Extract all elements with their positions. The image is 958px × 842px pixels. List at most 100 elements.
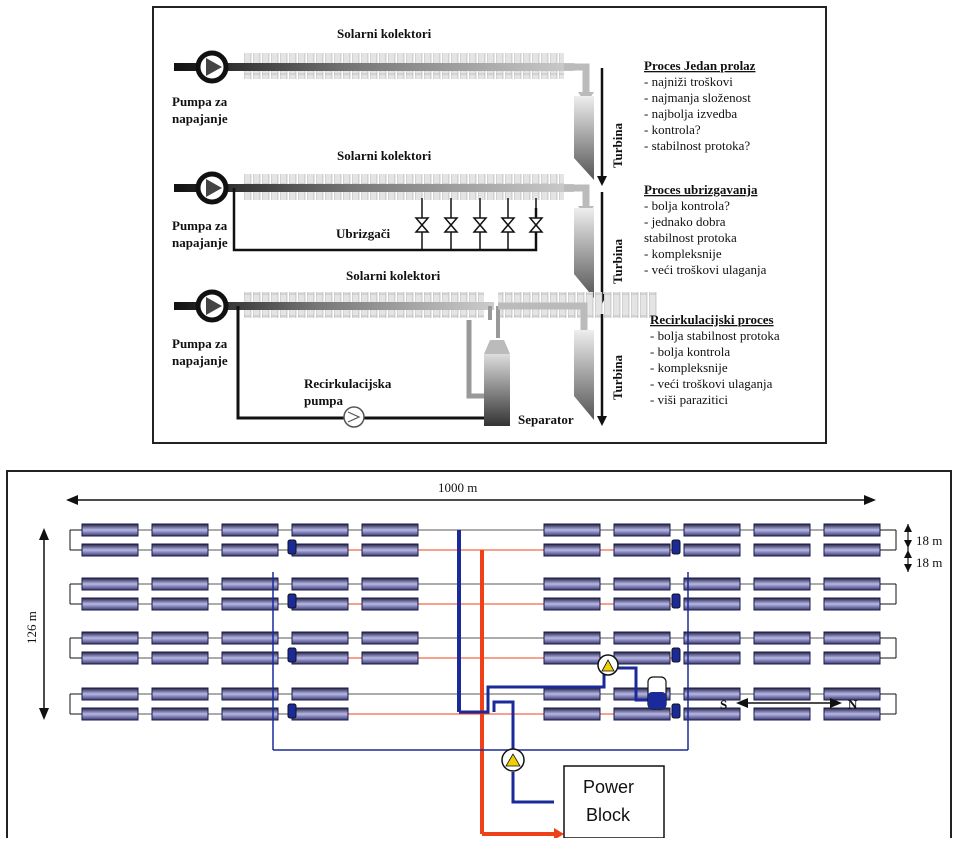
solar-field-layout: 1000 m 126 m 18 m 18 m Power Block S N [6,470,952,840]
loop-separator-icon [287,647,297,663]
collector-module [683,577,741,591]
collector-module [81,651,139,665]
south-label: S [720,697,727,712]
process-title: Proces Jedan prolaz [644,58,756,73]
collector-module [753,523,811,537]
collector-module [543,577,601,591]
turbine-icon [574,330,594,420]
collector-module [291,577,349,591]
collector-module [221,543,279,557]
collector-module [683,687,741,701]
collector-module [81,597,139,611]
pipe [174,63,574,71]
process-bullet: - bolja kontrola? [644,198,730,213]
collector-module [613,523,671,537]
process-bullet: - stabilnost protoka? [644,138,750,153]
collector-module [823,707,881,721]
collector-module [221,651,279,665]
separator-icon [484,340,510,354]
collector-module [543,543,601,557]
power-block-label: Power [583,777,634,797]
process-comparison-diagram: Solarni kolektori Pumpa za napajanje Tur… [152,6,827,444]
loop-separator-icon [287,703,297,719]
collector-module [221,577,279,591]
collector-module [683,543,741,557]
collector-module [683,651,741,665]
recirculation-row: Solarni kolektori Recirkulacijska pumpa … [172,268,780,428]
collector-module [151,687,209,701]
collector-module [361,577,419,591]
recirculation-pump-icon [343,406,365,428]
collector-module [753,707,811,721]
collector-module [221,597,279,611]
process-comparison-svg: Solarni kolektori Pumpa za napajanje Tur… [172,26,780,428]
collector-module [81,687,139,701]
pipe [564,184,590,208]
collector-module [543,651,601,665]
collector-module [753,631,811,645]
collector-module [753,543,811,557]
collector-module [151,651,209,665]
collector-module [543,687,601,701]
collector-module [361,543,419,557]
collector-module [81,543,139,557]
recirc-pump-label: Recirkulacijska [304,376,392,391]
turbine-label: Turbina [610,354,625,400]
collector-module [613,707,671,721]
process-bullet: - najniži troškovi [644,74,733,89]
collector-module [81,523,139,537]
feed-pump-icon [206,297,222,315]
feed-pump-icon [206,179,222,197]
collector-module [543,597,601,611]
collector-module [613,597,671,611]
collector-module [221,631,279,645]
collector-module [683,707,741,721]
recirculation-line [236,306,484,420]
collector-module [151,523,209,537]
collector-module [81,707,139,721]
collector-module [291,707,349,721]
loop-separator-icon [671,647,681,663]
collector-module [823,543,881,557]
loop-separator-icon [287,593,297,609]
collector-module [221,707,279,721]
collectors-label: Solarni kolektori [346,268,441,283]
arrow [597,416,607,426]
separator-label: Separator [518,412,574,427]
collector-module [151,631,209,645]
feed-line [492,700,515,750]
single-pass-row: Solarni kolektori Pumpa za napajanje Tur… [172,26,756,186]
feed-pump-icon [206,58,222,76]
collector-module [543,523,601,537]
collector-module [81,631,139,645]
turbine-icon [574,208,594,298]
process-title: Recirkulacijski proces [650,312,774,327]
collector-module [613,651,671,665]
collector-module [291,523,349,537]
collector-module [221,523,279,537]
collector-module [753,687,811,701]
collector-module [823,577,881,591]
spacing-label: 18 m [916,555,942,570]
process-title: Proces ubrizgavanja [644,182,758,197]
collector-module [823,651,881,665]
collector-module [823,687,881,701]
collector-module [753,577,811,591]
injectors-label: Ubrizgači [336,226,391,241]
collector-module [291,597,349,611]
collector-module [543,631,601,645]
collector-module [683,631,741,645]
height-label: 126 m [24,611,39,644]
collector-module [221,687,279,701]
spacing-label: 18 m [916,533,942,548]
collector-module [683,523,741,537]
pump-label: napajanje [172,235,228,250]
process-bullet: - bolja stabilnost protoka [650,328,780,343]
collector-module [151,707,209,721]
loop-separator-icon [671,539,681,555]
process-bullet: - jednako dobra [644,214,726,229]
injector-valves [414,198,544,250]
process-bullet: - veći troškovi ulaganja [644,262,767,277]
turbine-label: Turbina [610,238,625,284]
collector-module [291,631,349,645]
